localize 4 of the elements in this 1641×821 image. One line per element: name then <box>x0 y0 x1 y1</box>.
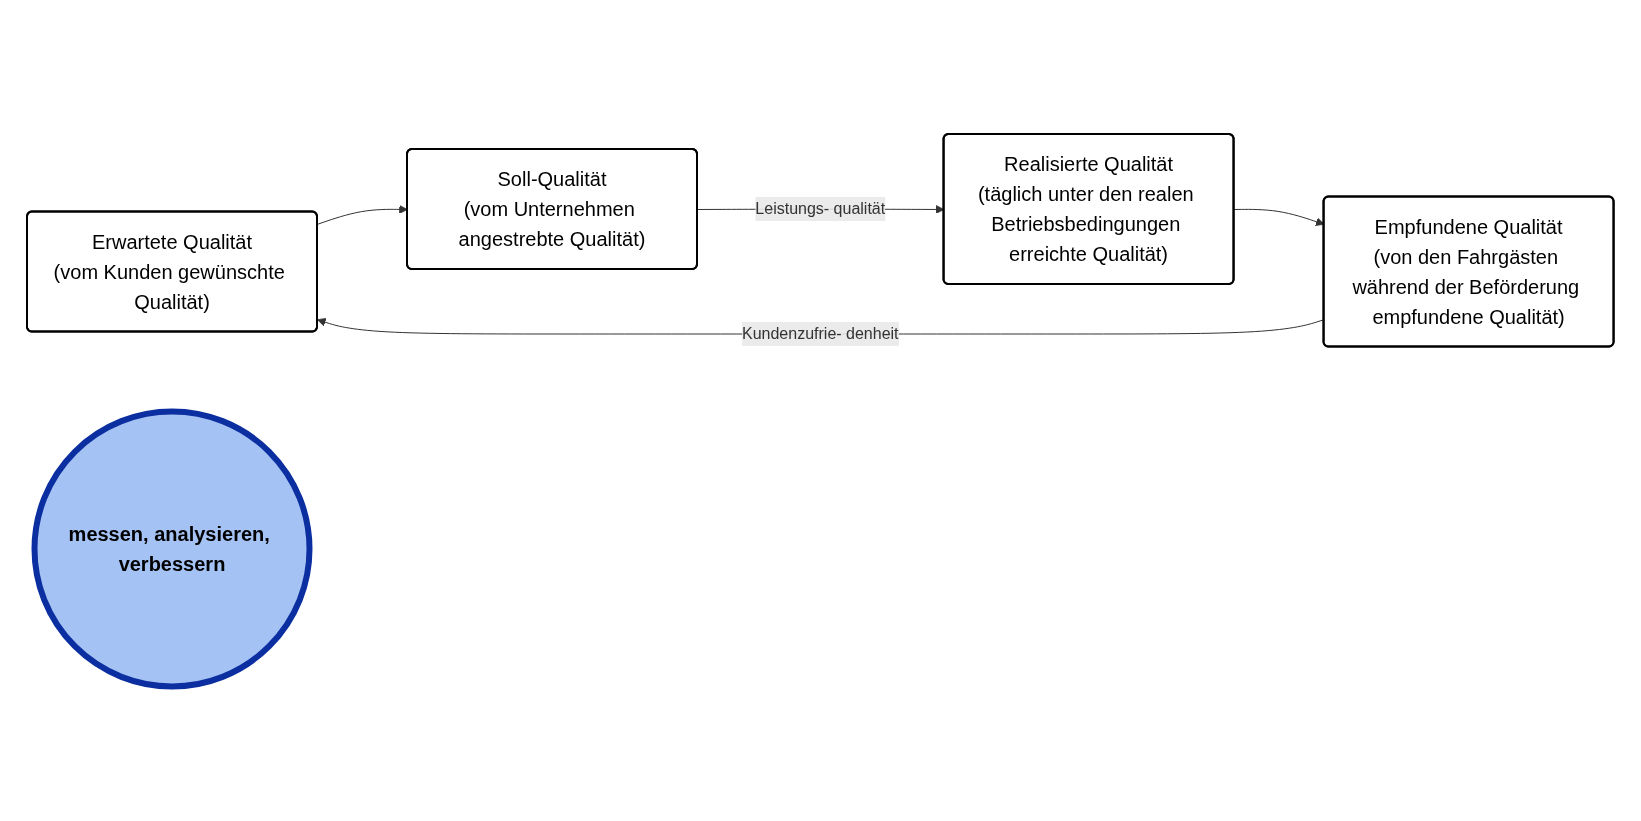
node-text: Soll-Qualität (vom Unternehmen angestrebte Qualität) <box>458 168 646 251</box>
edge-label: Kundenzufrie- denheit <box>742 325 899 343</box>
node-circle: messen, analysieren, verbessern <box>31 408 313 690</box>
edge-label: Leistungs- qualität <box>755 200 886 218</box>
